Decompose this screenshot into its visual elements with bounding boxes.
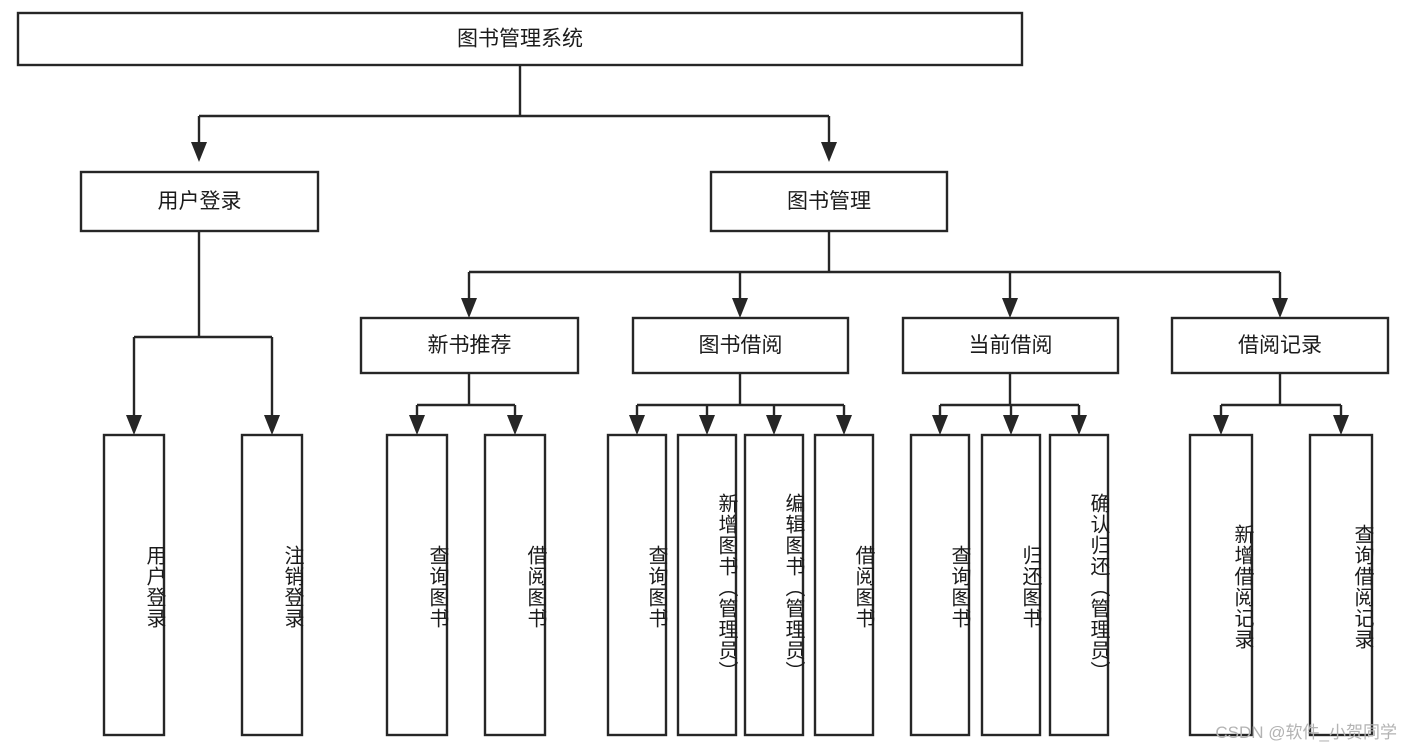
level2-node-label-2: 当前借阅 [969, 334, 1053, 357]
level2-group-0-branch-0-head [409, 415, 425, 435]
root-node-box[interactable] [16, 11, 1024, 67]
leaf-node-box-new-book-recommend-0[interactable] [385, 433, 449, 737]
level2-group-1-branch-1-head [699, 415, 715, 435]
watermark-text: CSDN @软件_小贺同学 [1215, 723, 1397, 742]
root-to-level1-branch-0-head [191, 142, 207, 162]
book-management-to-level2-branch-2-head [1002, 298, 1018, 318]
level2-group-0-branch-1-head [507, 415, 523, 435]
level2-node-box-1[interactable] [631, 316, 850, 375]
level2-node-label-3: 借阅记录 [1238, 334, 1322, 357]
level2-group-3-branch-1-head [1333, 415, 1349, 435]
boxes-layer [16, 11, 1390, 737]
level2-group-2-branch-1-head [1003, 415, 1019, 435]
leaf-node-box-book-borrow-3[interactable] [813, 433, 875, 737]
user-login-branch-0-head [126, 415, 142, 435]
leaf-node-box-user-login-0[interactable] [102, 433, 166, 737]
level2-node-label-1: 图书借阅 [699, 334, 783, 357]
leaf-node-box-user-login-1[interactable] [240, 433, 304, 737]
level2-group-2-branch-2-head [1071, 415, 1087, 435]
level1-node-box-1[interactable] [709, 170, 949, 233]
leaf-node-box-book-borrow-1[interactable] [676, 433, 738, 737]
level2-group-2-branch-0-head [932, 415, 948, 435]
level1-node-label-0: 用户登录 [158, 190, 242, 213]
level2-node-box-0[interactable] [359, 316, 580, 375]
leaf-node-box-new-book-recommend-1[interactable] [483, 433, 547, 737]
leaf-node-box-current-borrow-2[interactable] [1048, 433, 1110, 737]
leaf-node-box-book-borrow-2[interactable] [743, 433, 805, 737]
leaf-node-box-book-borrow-0[interactable] [606, 433, 668, 737]
level2-node-box-2[interactable] [901, 316, 1120, 375]
root-to-level1-branch-1-head [821, 142, 837, 162]
level1-node-box-0[interactable] [79, 170, 320, 233]
level2-group-1-branch-2-head [766, 415, 782, 435]
level2-node-box-3[interactable] [1170, 316, 1390, 375]
level2-group-3-branch-0-head [1213, 415, 1229, 435]
connectors-layer [126, 65, 1349, 435]
user-login-branch-1-head [264, 415, 280, 435]
book-management-to-level2-branch-3-head [1272, 298, 1288, 318]
level2-node-label-0: 新书推荐 [428, 334, 512, 357]
leaf-node-box-current-borrow-1[interactable] [980, 433, 1042, 737]
book-management-to-level2-branch-0-head [461, 298, 477, 318]
level2-group-1-branch-0-head [629, 415, 645, 435]
level1-node-label-1: 图书管理 [787, 190, 871, 213]
leaf-node-box-borrow-records-1[interactable] [1308, 433, 1374, 737]
root-node-label: 图书管理系统 [457, 28, 583, 51]
book-management-to-level2-branch-1-head [732, 298, 748, 318]
leaf-node-box-current-borrow-0[interactable] [909, 433, 971, 737]
leaf-node-box-borrow-records-0[interactable] [1188, 433, 1254, 737]
level2-group-1-branch-3-head [836, 415, 852, 435]
